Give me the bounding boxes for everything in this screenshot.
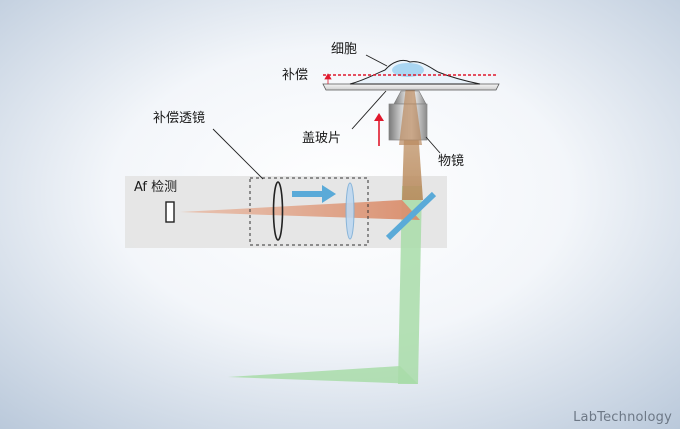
leader-cover-glass (351, 90, 387, 130)
objective-up-arrow-head (374, 113, 384, 121)
lens-move-arrow (292, 185, 336, 203)
af-beam-through-objective (399, 86, 422, 145)
af-beam-horizontal (180, 200, 420, 220)
label-cell: 细胞 (331, 42, 358, 57)
label-af-detection: Af 检测 (134, 180, 178, 195)
dichroic-mirror (385, 191, 437, 241)
movable-lens (345, 182, 355, 240)
fixed-lens (272, 181, 284, 241)
illumination-beam-vertical (398, 186, 422, 384)
leader-objective (425, 136, 441, 154)
label-compensation-lens: 补偿透镜 (153, 111, 206, 126)
label-cover-glass: 盖玻片 (302, 131, 342, 146)
illumination-beam-horizontal (228, 366, 418, 384)
leader-compensation-lens (212, 128, 264, 180)
cell-nucleus (392, 63, 424, 77)
label-objective: 物镜 (438, 154, 465, 169)
watermark: LabTechnology (573, 410, 672, 425)
compensation-arrow (324, 73, 332, 84)
leader-cell (365, 54, 388, 67)
cover-glass (322, 83, 500, 91)
compensation-lens-box (249, 177, 369, 246)
af-detector (165, 201, 175, 223)
label-compensation: 补偿 (282, 68, 309, 83)
